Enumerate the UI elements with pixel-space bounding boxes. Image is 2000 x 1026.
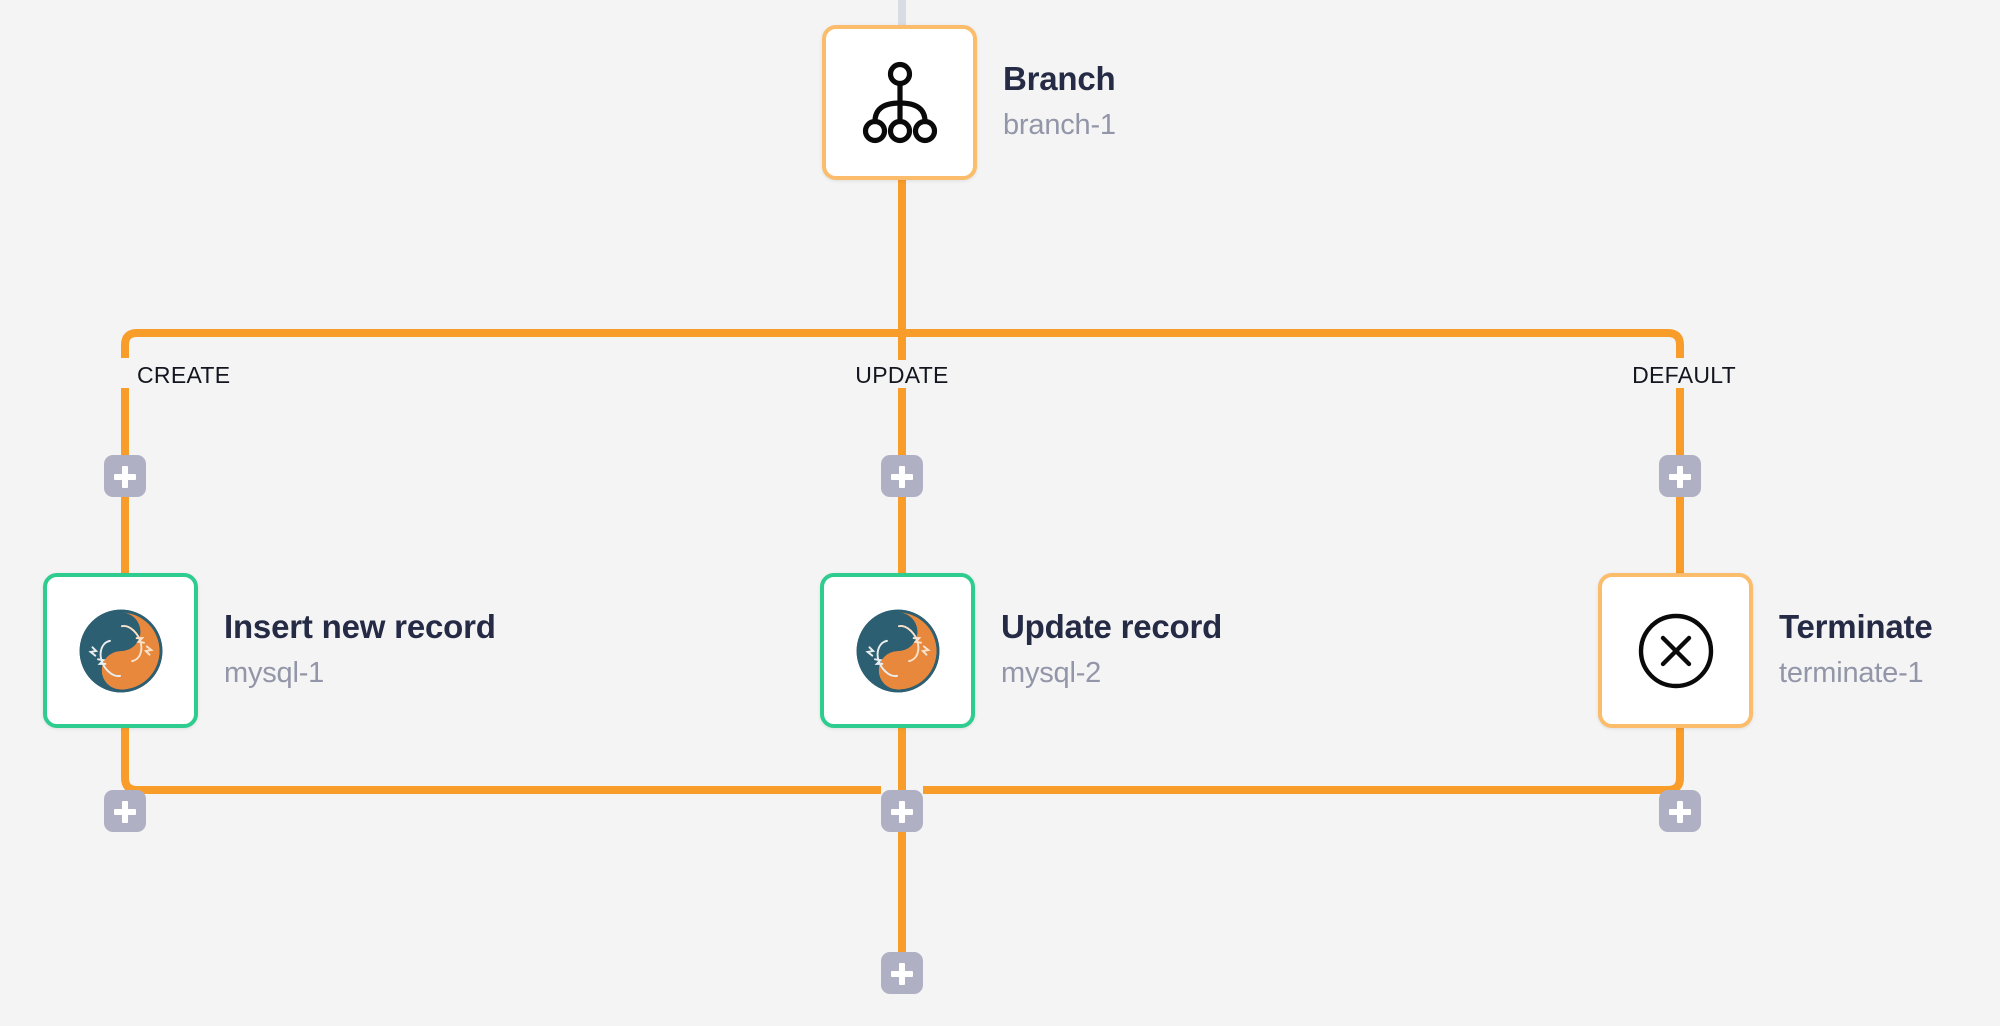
node-title: Branch <box>1003 60 1116 98</box>
node-title: Update record <box>1001 608 1223 646</box>
node-icon-box[interactable] <box>1598 573 1753 728</box>
add-step-button-after-mysql-1[interactable] <box>104 790 146 832</box>
add-step-button-after-mysql-2[interactable] <box>881 790 923 832</box>
mysql-icon <box>852 605 944 697</box>
node-mysql-2[interactable]: Update record mysql-2 <box>820 573 1222 728</box>
node-title: Terminate <box>1779 608 1933 646</box>
add-step-button-create-branch[interactable] <box>104 455 146 497</box>
edge-terminate-exit <box>923 728 1684 794</box>
edge-label-default: DEFAULT <box>1632 362 1736 388</box>
node-label-group: Update record mysql-2 <box>1001 608 1222 693</box>
edge-label-create: CREATE <box>137 362 231 388</box>
node-subtitle: mysql-2 <box>1001 657 1102 690</box>
node-mysql-1[interactable]: Insert new record mysql-1 <box>43 573 496 728</box>
node-subtitle: branch-1 <box>1003 109 1116 142</box>
add-step-button-update-branch[interactable] <box>881 455 923 497</box>
add-step-button-after-terminate[interactable] <box>1659 790 1701 832</box>
edge-label-update: UPDATE <box>855 362 949 388</box>
node-label-group: Insert new record mysql-1 <box>224 608 496 693</box>
edge-mysql1-exit <box>121 728 881 794</box>
node-subtitle: mysql-1 <box>224 657 325 690</box>
branch-icon <box>856 59 944 147</box>
node-icon-box[interactable] <box>820 573 975 728</box>
terminate-icon <box>1632 607 1720 695</box>
node-branch-1[interactable]: Branch branch-1 <box>822 25 1116 180</box>
node-icon-box[interactable] <box>822 25 977 180</box>
node-label-group: Terminate terminate-1 <box>1779 608 1933 693</box>
mysql-icon <box>75 605 167 697</box>
node-title: Insert new record <box>224 608 496 646</box>
add-step-button-default-branch[interactable] <box>1659 455 1701 497</box>
node-label-group: Branch branch-1 <box>1003 60 1116 145</box>
node-icon-box[interactable] <box>43 573 198 728</box>
node-terminate-1[interactable]: Terminate terminate-1 <box>1598 573 1933 728</box>
add-step-button-end-of-flow[interactable] <box>881 952 923 994</box>
node-subtitle: terminate-1 <box>1779 657 1924 690</box>
